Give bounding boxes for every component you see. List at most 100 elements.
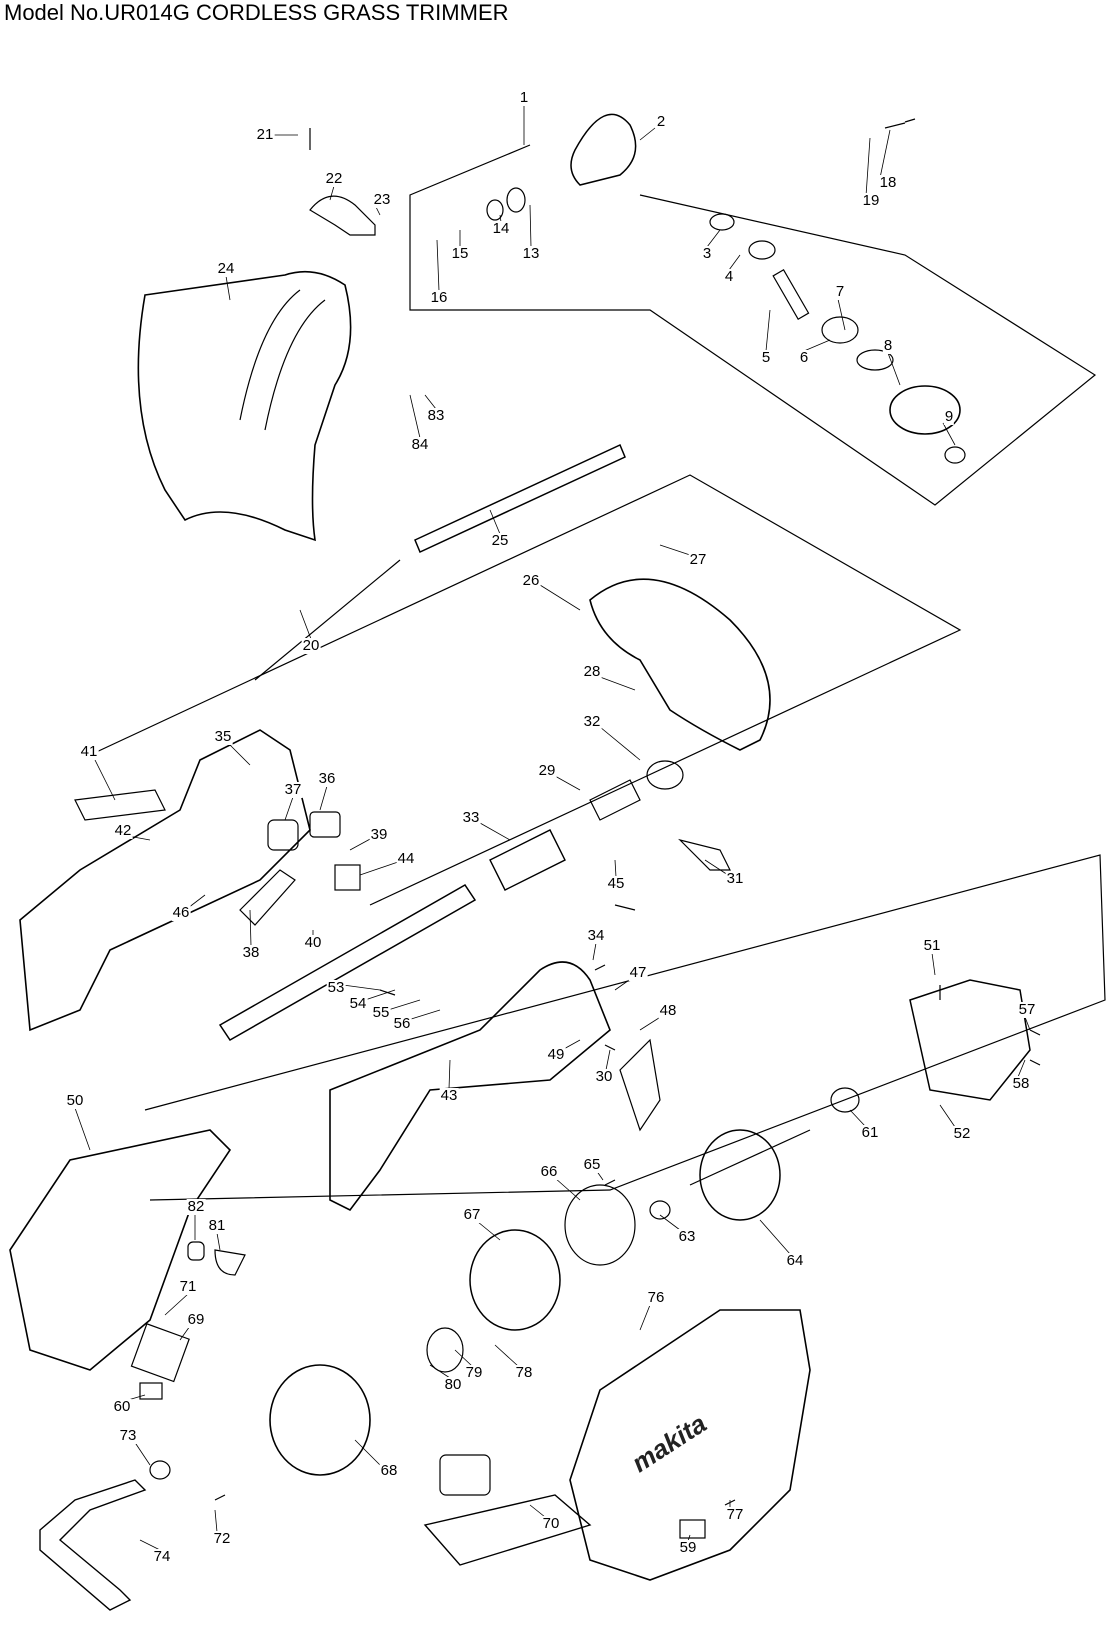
retaining-ring <box>856 349 894 371</box>
part-number: 22 <box>324 170 344 187</box>
part-number: 63 <box>677 1228 697 1245</box>
clamp <box>678 838 731 871</box>
part-number: 84 <box>410 436 430 453</box>
part-number: 82 <box>186 1198 206 1215</box>
bearing <box>506 187 526 213</box>
motor-housing-group-outline <box>144 854 1106 1201</box>
part-number: 3 <box>701 245 713 262</box>
controller <box>130 1323 190 1383</box>
part-number: 50 <box>65 1092 85 1109</box>
part-number: 65 <box>582 1156 602 1173</box>
part-number: 46 <box>171 904 191 921</box>
bearing <box>649 1200 671 1220</box>
part-number: 81 <box>207 1217 227 1234</box>
gear-housing <box>570 113 637 186</box>
part-number: 73 <box>118 1427 138 1444</box>
part-number: 53 <box>326 979 346 996</box>
part-number: 51 <box>922 937 942 954</box>
part-number: 8 <box>882 337 894 354</box>
bearing <box>748 240 776 260</box>
part-number: 7 <box>834 283 846 300</box>
baffle-plate <box>564 1184 636 1266</box>
housing-set-right <box>569 1309 811 1581</box>
main-pipe <box>218 884 477 1041</box>
connector <box>589 779 641 821</box>
label <box>139 1382 163 1400</box>
part-number: 40 <box>303 934 323 951</box>
part-number: 80 <box>443 1376 463 1393</box>
part-number: 71 <box>178 1278 198 1295</box>
part-number: 37 <box>283 781 303 798</box>
part-number: 67 <box>462 1206 482 1223</box>
part-number: 5 <box>760 349 772 366</box>
protector-guard <box>137 270 352 542</box>
part-number: 38 <box>241 944 261 961</box>
part-number: 52 <box>952 1125 972 1142</box>
washer <box>709 213 735 231</box>
part-number: 55 <box>371 1004 391 1021</box>
part-number: 66 <box>539 1163 559 1180</box>
part-number: 21 <box>255 126 275 143</box>
part-number: 54 <box>348 995 368 1012</box>
pipe <box>414 443 626 554</box>
handle-housing <box>19 729 311 1032</box>
bearing <box>821 316 859 344</box>
gear-head-group-outline <box>409 144 1097 506</box>
part-number: 74 <box>152 1548 172 1565</box>
part-number: 43 <box>439 1087 459 1104</box>
part-number: 76 <box>646 1289 666 1306</box>
loop-handle <box>589 578 771 751</box>
sleeve <box>646 760 684 790</box>
part-number: 58 <box>1011 1075 1031 1092</box>
part-number: 26 <box>521 572 541 589</box>
part-number: 69 <box>186 1311 206 1328</box>
part-number: 83 <box>426 407 446 424</box>
part-number: 36 <box>317 770 337 787</box>
rubber-pin <box>187 1241 205 1261</box>
part-number: 47 <box>628 964 648 981</box>
capacitor <box>439 1454 491 1496</box>
loop-bar <box>39 1479 147 1611</box>
stator <box>469 1229 561 1331</box>
part-number: 6 <box>798 349 810 366</box>
part-number: 48 <box>658 1002 678 1019</box>
switch-button <box>309 811 341 838</box>
part-number: 1 <box>518 89 530 106</box>
part-number: 4 <box>723 268 735 285</box>
part-number: 57 <box>1017 1001 1037 1018</box>
part-number: 18 <box>878 174 898 191</box>
hook <box>214 1249 246 1276</box>
part-number: 68 <box>379 1462 399 1479</box>
label <box>679 1519 706 1539</box>
motor-frame <box>269 1364 371 1476</box>
part-number: 34 <box>586 927 606 944</box>
spindle <box>772 269 810 320</box>
part-number: 35 <box>213 728 233 745</box>
part-number: 49 <box>546 1046 566 1063</box>
terminal-block <box>423 1494 592 1566</box>
part-number: 31 <box>725 870 745 887</box>
switch <box>267 819 299 851</box>
part-number: 61 <box>860 1124 880 1141</box>
part-number: 23 <box>372 191 392 208</box>
part-number: 14 <box>491 220 511 237</box>
connector-block <box>334 864 361 891</box>
bolt <box>309 118 916 150</box>
part-number: 72 <box>212 1530 232 1547</box>
part-number: 28 <box>582 663 602 680</box>
receive-washer <box>889 385 961 435</box>
part-number: 45 <box>606 875 626 892</box>
motor-housing-cover <box>909 979 1031 1101</box>
part-number: 77 <box>725 1506 745 1523</box>
part-number: 56 <box>392 1015 412 1032</box>
nut <box>944 446 966 464</box>
part-number: 24 <box>216 260 236 277</box>
guard-clamp <box>309 195 376 236</box>
part-number: 79 <box>464 1364 484 1381</box>
rotor-shaft <box>689 1129 811 1186</box>
part-number: 44 <box>396 850 416 867</box>
part-number: 32 <box>582 713 602 730</box>
drive-shaft <box>254 559 401 681</box>
part-number: 33 <box>461 809 481 826</box>
